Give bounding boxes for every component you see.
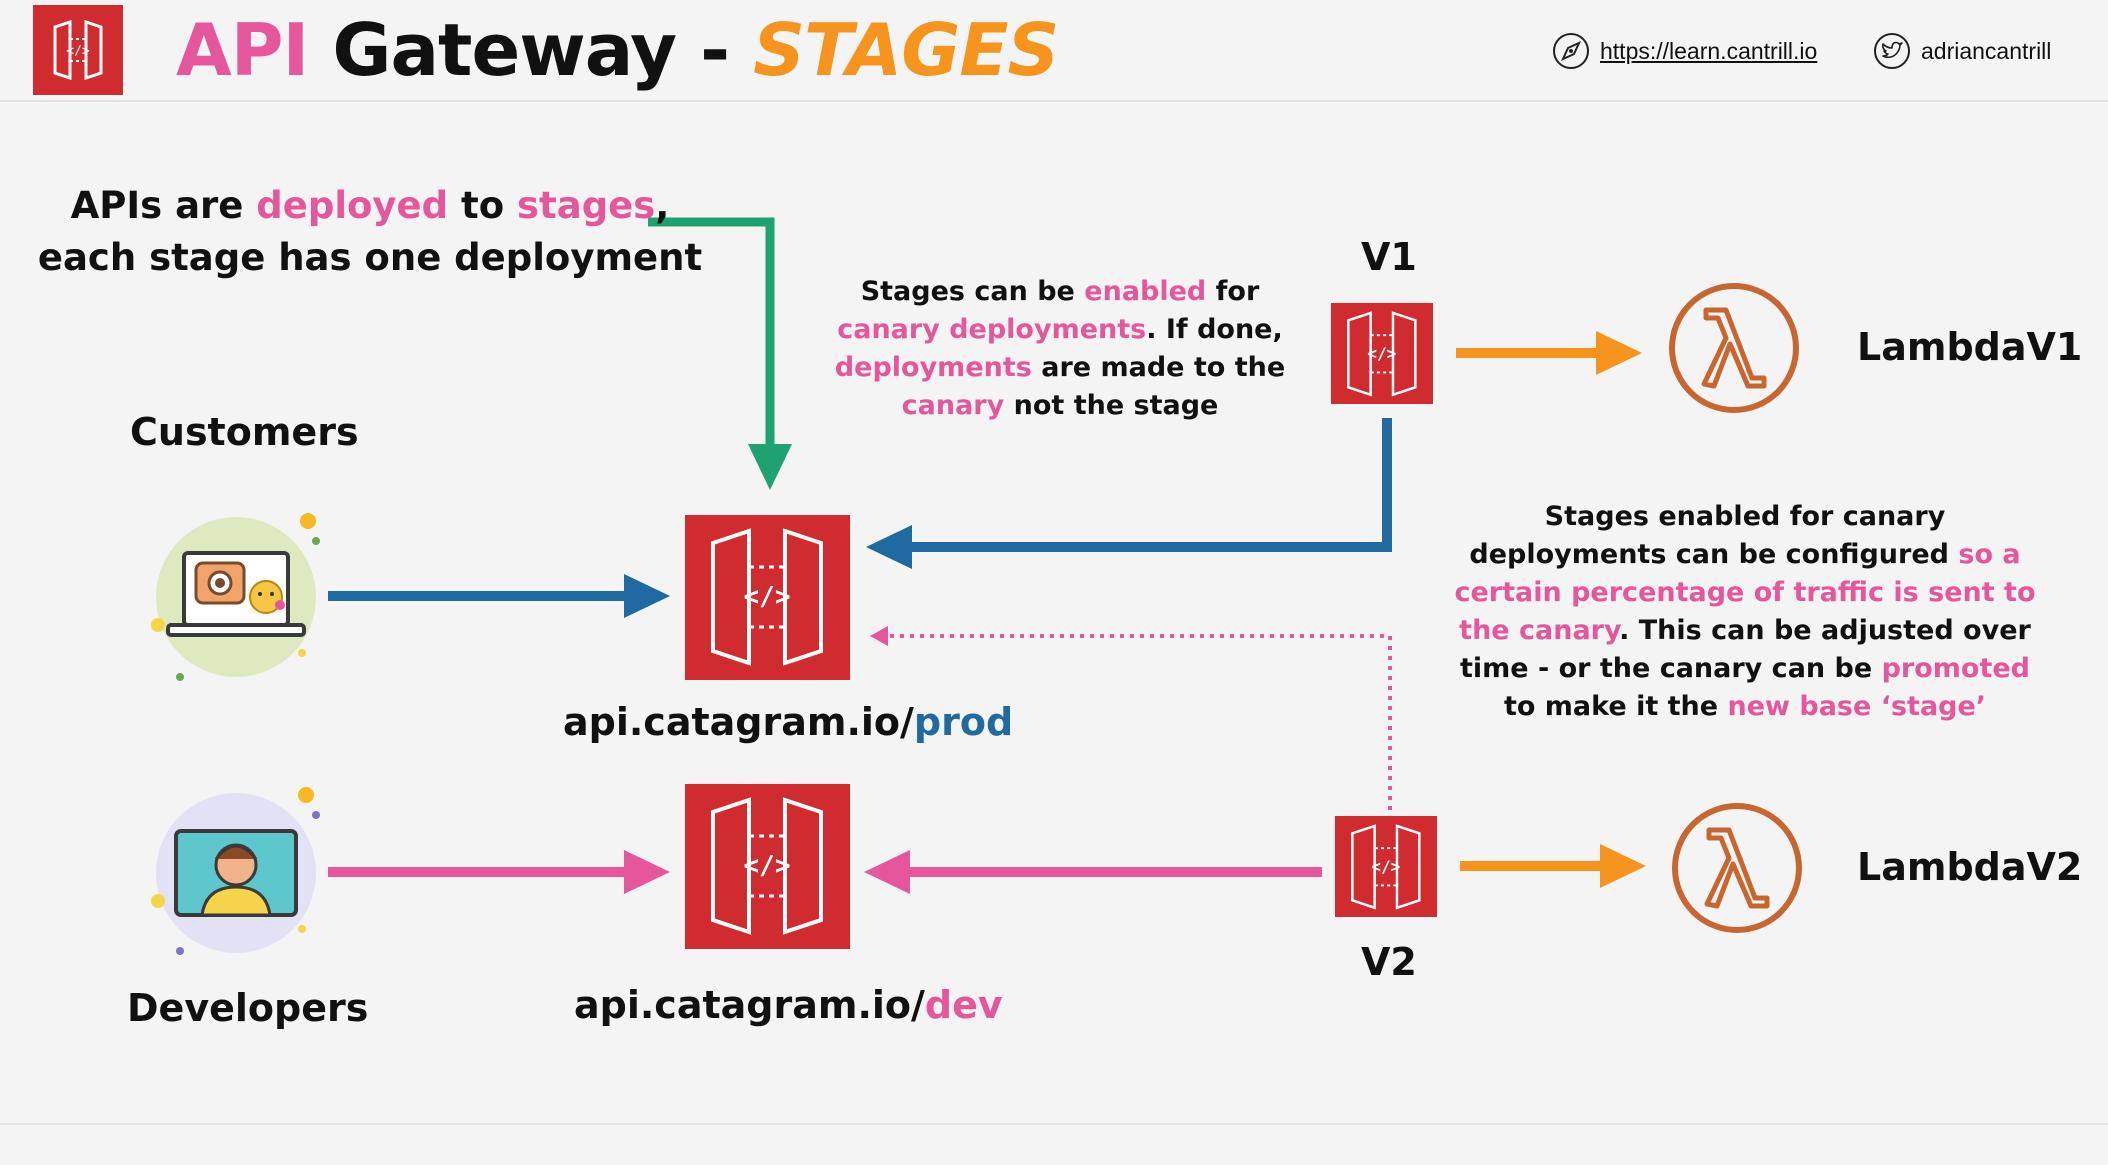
- prod-url-stage: prod: [913, 700, 1014, 744]
- config-line-3: certain percentage of traffic is sent to: [1454, 577, 2036, 608]
- green-arrow: [648, 217, 775, 456]
- intro-text: to: [448, 184, 518, 227]
- title-api: API: [176, 8, 309, 92]
- intro-note: APIs are deployed to stages, each stage …: [30, 180, 710, 284]
- v1-to-prod-arrow: [902, 418, 1392, 552]
- canary-text: are made to the: [1031, 352, 1286, 383]
- dev-url-stage: dev: [924, 983, 1003, 1027]
- config-line-2: deployments can be configured so a: [1440, 536, 2050, 574]
- lambda-v2-label: LambdaV2: [1857, 845, 2083, 889]
- canary-line-3: deployments are made to the: [800, 349, 1320, 387]
- twitter-link[interactable]: adriancantrill: [1873, 32, 2051, 70]
- config-text: time - or the canary can be: [1459, 653, 1882, 684]
- config-text: . This can be adjusted over: [1619, 615, 2031, 646]
- v1-to-lambdav1-arrow-head: [1596, 331, 1642, 375]
- config-line-5: time - or the canary can be promoted: [1440, 650, 2050, 688]
- customers-label: Customers: [130, 410, 359, 454]
- dev-stage-url: api.catagram.io/dev: [574, 983, 1003, 1027]
- config-highlight: the canary: [1459, 615, 1620, 646]
- dev-url-base: api.catagram.io/: [574, 983, 925, 1027]
- intro-text: APIs are: [70, 184, 257, 227]
- customers-to-prod-arrow-head: [624, 574, 670, 618]
- canary-text: not the stage: [1004, 390, 1219, 421]
- svg-text:</>: </>: [66, 44, 90, 59]
- config-highlight: new base ‘stage’: [1727, 691, 1987, 722]
- v2-label: V2: [1361, 940, 1417, 984]
- developers-to-dev-arrow-head: [624, 850, 670, 894]
- page-title: API Gateway - STAGES: [176, 4, 1059, 96]
- v1-label: V1: [1361, 235, 1417, 279]
- header-bar: [0, 0, 2108, 102]
- v2-to-dev-arrow-head: [864, 850, 910, 894]
- canary-text: for: [1206, 276, 1260, 307]
- canary-highlight: canary: [901, 390, 1005, 421]
- twitter-icon: [1874, 33, 1910, 69]
- twitter-handle[interactable]: adriancantrill: [1921, 37, 2052, 64]
- config-line-1: Stages enabled for canary: [1544, 501, 1946, 532]
- prod-stage-url: api.catagram.io/prod: [563, 700, 1013, 744]
- canary-traffic-arrow-head: [870, 626, 888, 646]
- intro-line-1: APIs are deployed to stages,: [30, 180, 710, 232]
- customer-laptop-icon: [151, 513, 320, 681]
- green-arrow-head: [748, 444, 792, 490]
- intro-deployed: deployed: [256, 184, 449, 227]
- config-line-6: to make it the new base ‘stage’: [1440, 688, 2050, 726]
- lambda-v1-icon: [1669, 283, 1799, 413]
- config-highlight: promoted: [1881, 653, 2030, 684]
- developers-label: Developers: [127, 986, 369, 1030]
- canary-highlight: enabled: [1084, 276, 1207, 307]
- canary-line-1: Stages can be enabled for: [800, 273, 1320, 311]
- canary-highlight: canary deployments: [837, 314, 1147, 345]
- title-stages: STAGES: [753, 8, 1059, 92]
- v2-api-gateway-icon: [1335, 816, 1437, 917]
- canary-highlight: deployments: [834, 352, 1032, 383]
- lambda-v2-icon: [1672, 803, 1802, 933]
- website-url[interactable]: https://learn.cantrill.io: [1600, 37, 1818, 64]
- developer-monitor-icon: [151, 787, 320, 955]
- prod-url-base: api.catagram.io/: [563, 700, 914, 744]
- prod-api-gateway-icon: [685, 515, 850, 680]
- lambda-v1-label: LambdaV1: [1857, 325, 2083, 369]
- canary-text: Stages can be: [860, 276, 1085, 307]
- intro-line-2: each stage has one deployment: [37, 236, 703, 279]
- intro-text: ,: [655, 184, 670, 227]
- v1-api-gateway-icon: [1331, 303, 1433, 404]
- canary-note: Stages can be enabled for canary deploym…: [800, 273, 1320, 425]
- canary-text: . If done,: [1146, 314, 1283, 345]
- canary-line-2: canary deployments. If done,: [800, 311, 1320, 349]
- intro-stages: stages: [517, 184, 656, 227]
- v2-to-lambdav2-arrow-head: [1600, 844, 1646, 888]
- canary-traffic-dotted-arrow: [890, 634, 1392, 810]
- config-line-4: the canary. This can be adjusted over: [1440, 612, 2050, 650]
- footer-divider: [0, 1123, 2108, 1125]
- dev-api-gateway-icon: [685, 784, 850, 949]
- title-gateway: Gateway -: [332, 8, 730, 92]
- v1-to-prod-arrow-head: [866, 525, 912, 569]
- canary-line-4: canary not the stage: [800, 387, 1320, 425]
- config-text: deployments can be configured: [1469, 539, 1959, 570]
- config-text: to make it the: [1503, 691, 1728, 722]
- config-highlight: so a: [1958, 539, 2021, 570]
- canary-config-note: Stages enabled for canary deployments ca…: [1440, 498, 2050, 726]
- website-link[interactable]: https://learn.cantrill.io: [1552, 32, 1817, 70]
- compass-icon: [1553, 33, 1589, 69]
- api-gateway-logo-icon: </>: [33, 5, 123, 95]
